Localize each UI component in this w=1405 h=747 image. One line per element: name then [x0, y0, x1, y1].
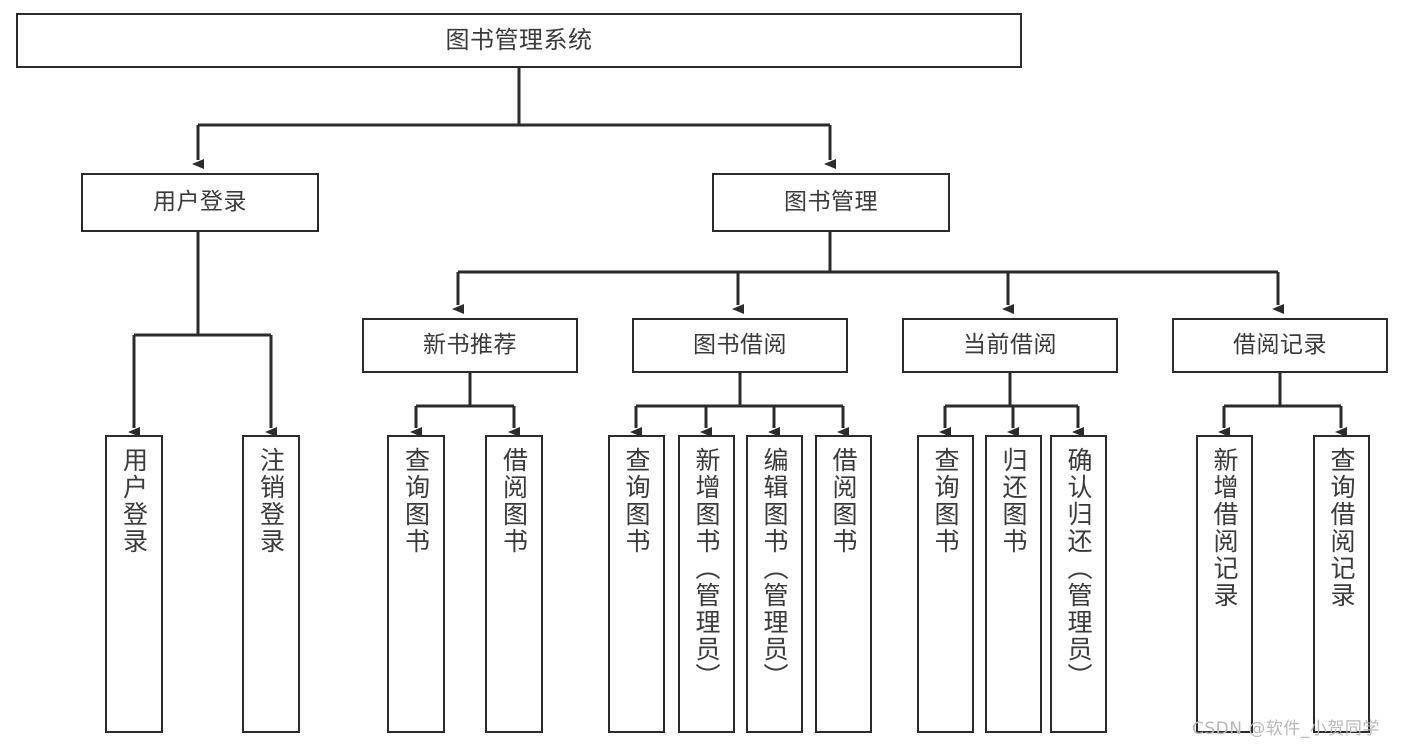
node-label: 归还图书: [999, 447, 1028, 555]
leaf-add-book-admin[interactable]: 新增图书（管理员）: [678, 435, 735, 733]
node-label: 借阅记录: [1233, 331, 1327, 358]
node-new-book-recommendation[interactable]: 新书推荐: [362, 318, 578, 373]
node-label: 用户登录: [153, 188, 247, 215]
leaf-query-book-borrowing[interactable]: 查询图书: [608, 435, 665, 733]
node-label: 确认归还（管理员）: [1064, 447, 1093, 690]
node-label: 注销登录: [256, 447, 286, 555]
node-book-management[interactable]: 图书管理: [712, 173, 950, 232]
node-current-borrowing[interactable]: 当前借阅: [902, 318, 1118, 373]
leaf-query-book-current[interactable]: 查询图书: [917, 435, 974, 733]
node-label: 查询图书: [622, 447, 651, 555]
node-root-book-management-system[interactable]: 图书管理系统: [16, 13, 1022, 68]
node-label: 当前借阅: [963, 331, 1057, 358]
node-borrowing-record[interactable]: 借阅记录: [1172, 318, 1388, 373]
node-book-borrowing[interactable]: 图书借阅: [632, 318, 848, 373]
node-label: 查询图书: [931, 447, 960, 555]
node-label: 查询图书: [401, 447, 431, 555]
node-label: 用户登录: [119, 447, 149, 555]
node-label: 图书借阅: [693, 331, 787, 358]
leaf-user-login[interactable]: 用户登录: [105, 435, 163, 733]
leaf-confirm-return-admin[interactable]: 确认归还（管理员）: [1050, 435, 1107, 733]
leaf-edit-book-admin[interactable]: 编辑图书（管理员）: [746, 435, 803, 733]
leaf-add-borrow-record[interactable]: 新增借阅记录: [1196, 435, 1253, 733]
leaf-query-borrow-record[interactable]: 查询借阅记录: [1313, 435, 1370, 733]
leaf-logout[interactable]: 注销登录: [242, 435, 300, 733]
node-label: 新增借阅记录: [1210, 447, 1239, 609]
leaf-return-book[interactable]: 归还图书: [985, 435, 1042, 733]
node-label: 编辑图书（管理员）: [760, 447, 789, 690]
node-label: 新增图书（管理员）: [692, 447, 721, 690]
node-label: 借阅图书: [829, 447, 858, 555]
node-user-login[interactable]: 用户登录: [81, 173, 319, 232]
leaf-borrow-book-new-book[interactable]: 借阅图书: [485, 435, 543, 733]
node-label: 借阅图书: [499, 447, 529, 555]
node-label: 新书推荐: [423, 331, 517, 358]
node-label: 查询借阅记录: [1327, 447, 1356, 609]
leaf-query-book-new-book[interactable]: 查询图书: [387, 435, 445, 733]
node-label: 图书管理: [784, 188, 878, 215]
node-label: 图书管理系统: [445, 26, 593, 55]
leaf-borrow-book-borrowing[interactable]: 借阅图书: [815, 435, 872, 733]
